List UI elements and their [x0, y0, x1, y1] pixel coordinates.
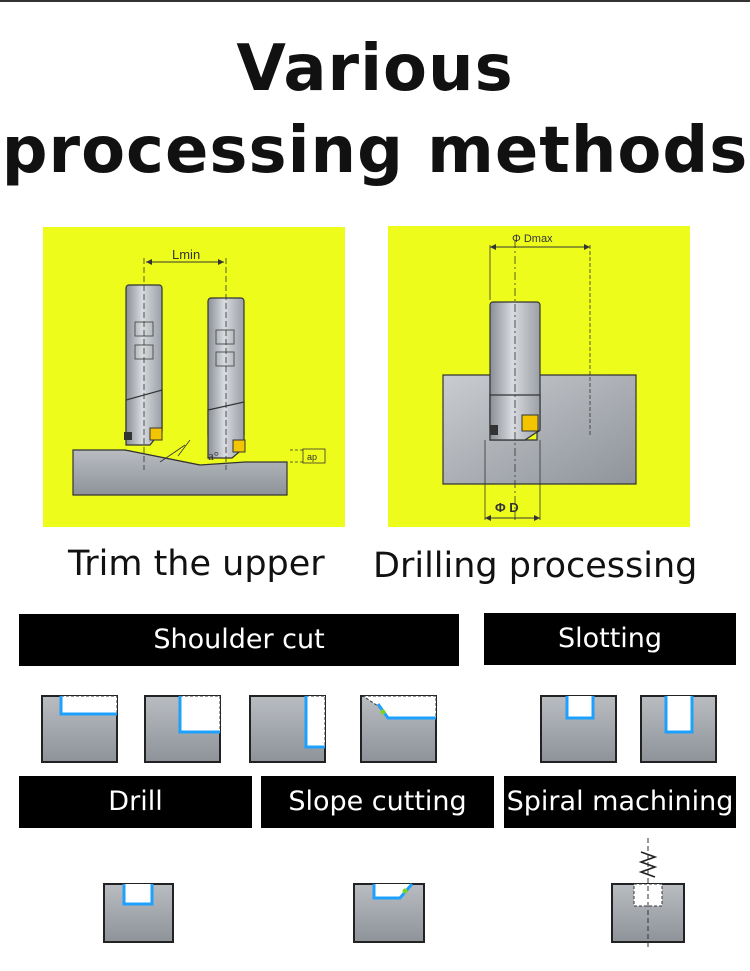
drill-label: Drill — [19, 776, 252, 828]
shoulder-cut-label: Shoulder cut — [19, 614, 459, 666]
slotting-label: Slotting — [484, 613, 736, 665]
page-title-line-2: processing methods — [1, 114, 749, 188]
trim-caption: Trim the upper — [68, 544, 325, 584]
trim-tool-left — [124, 284, 163, 446]
shoulder-cut-icon-1 — [41, 695, 118, 763]
drill-dmax-label: Φ Dmax — [512, 233, 553, 245]
spiral-machining-icon — [611, 838, 685, 950]
slope-cutting-icon — [353, 883, 425, 943]
trim-angle-label: a° — [208, 448, 219, 463]
trim-tool-right — [207, 297, 246, 459]
spiral-machining-label: Spiral machining — [504, 776, 736, 828]
shoulder-cut-icon-2 — [144, 695, 221, 763]
trim-diagram — [72, 258, 326, 496]
trim-lmin-label: Lmin — [172, 247, 200, 262]
drill-method-icon — [103, 883, 174, 943]
drill-d-label: Φ D — [495, 500, 519, 515]
shoulder-cut-icon-4 — [360, 695, 437, 763]
slope-cutting-label: Slope cutting — [261, 776, 494, 828]
trim-workpiece — [72, 449, 288, 496]
page-title-line-1: Various — [236, 32, 514, 106]
slotting-icon-2 — [640, 695, 717, 763]
top-border — [0, 0, 750, 2]
slotting-icon-1 — [540, 695, 617, 763]
drill-diagram — [442, 240, 637, 521]
shoulder-cut-icon-3 — [249, 695, 326, 763]
trim-ap-label: ap — [307, 452, 317, 462]
drill-caption: Drilling processing — [373, 546, 698, 586]
